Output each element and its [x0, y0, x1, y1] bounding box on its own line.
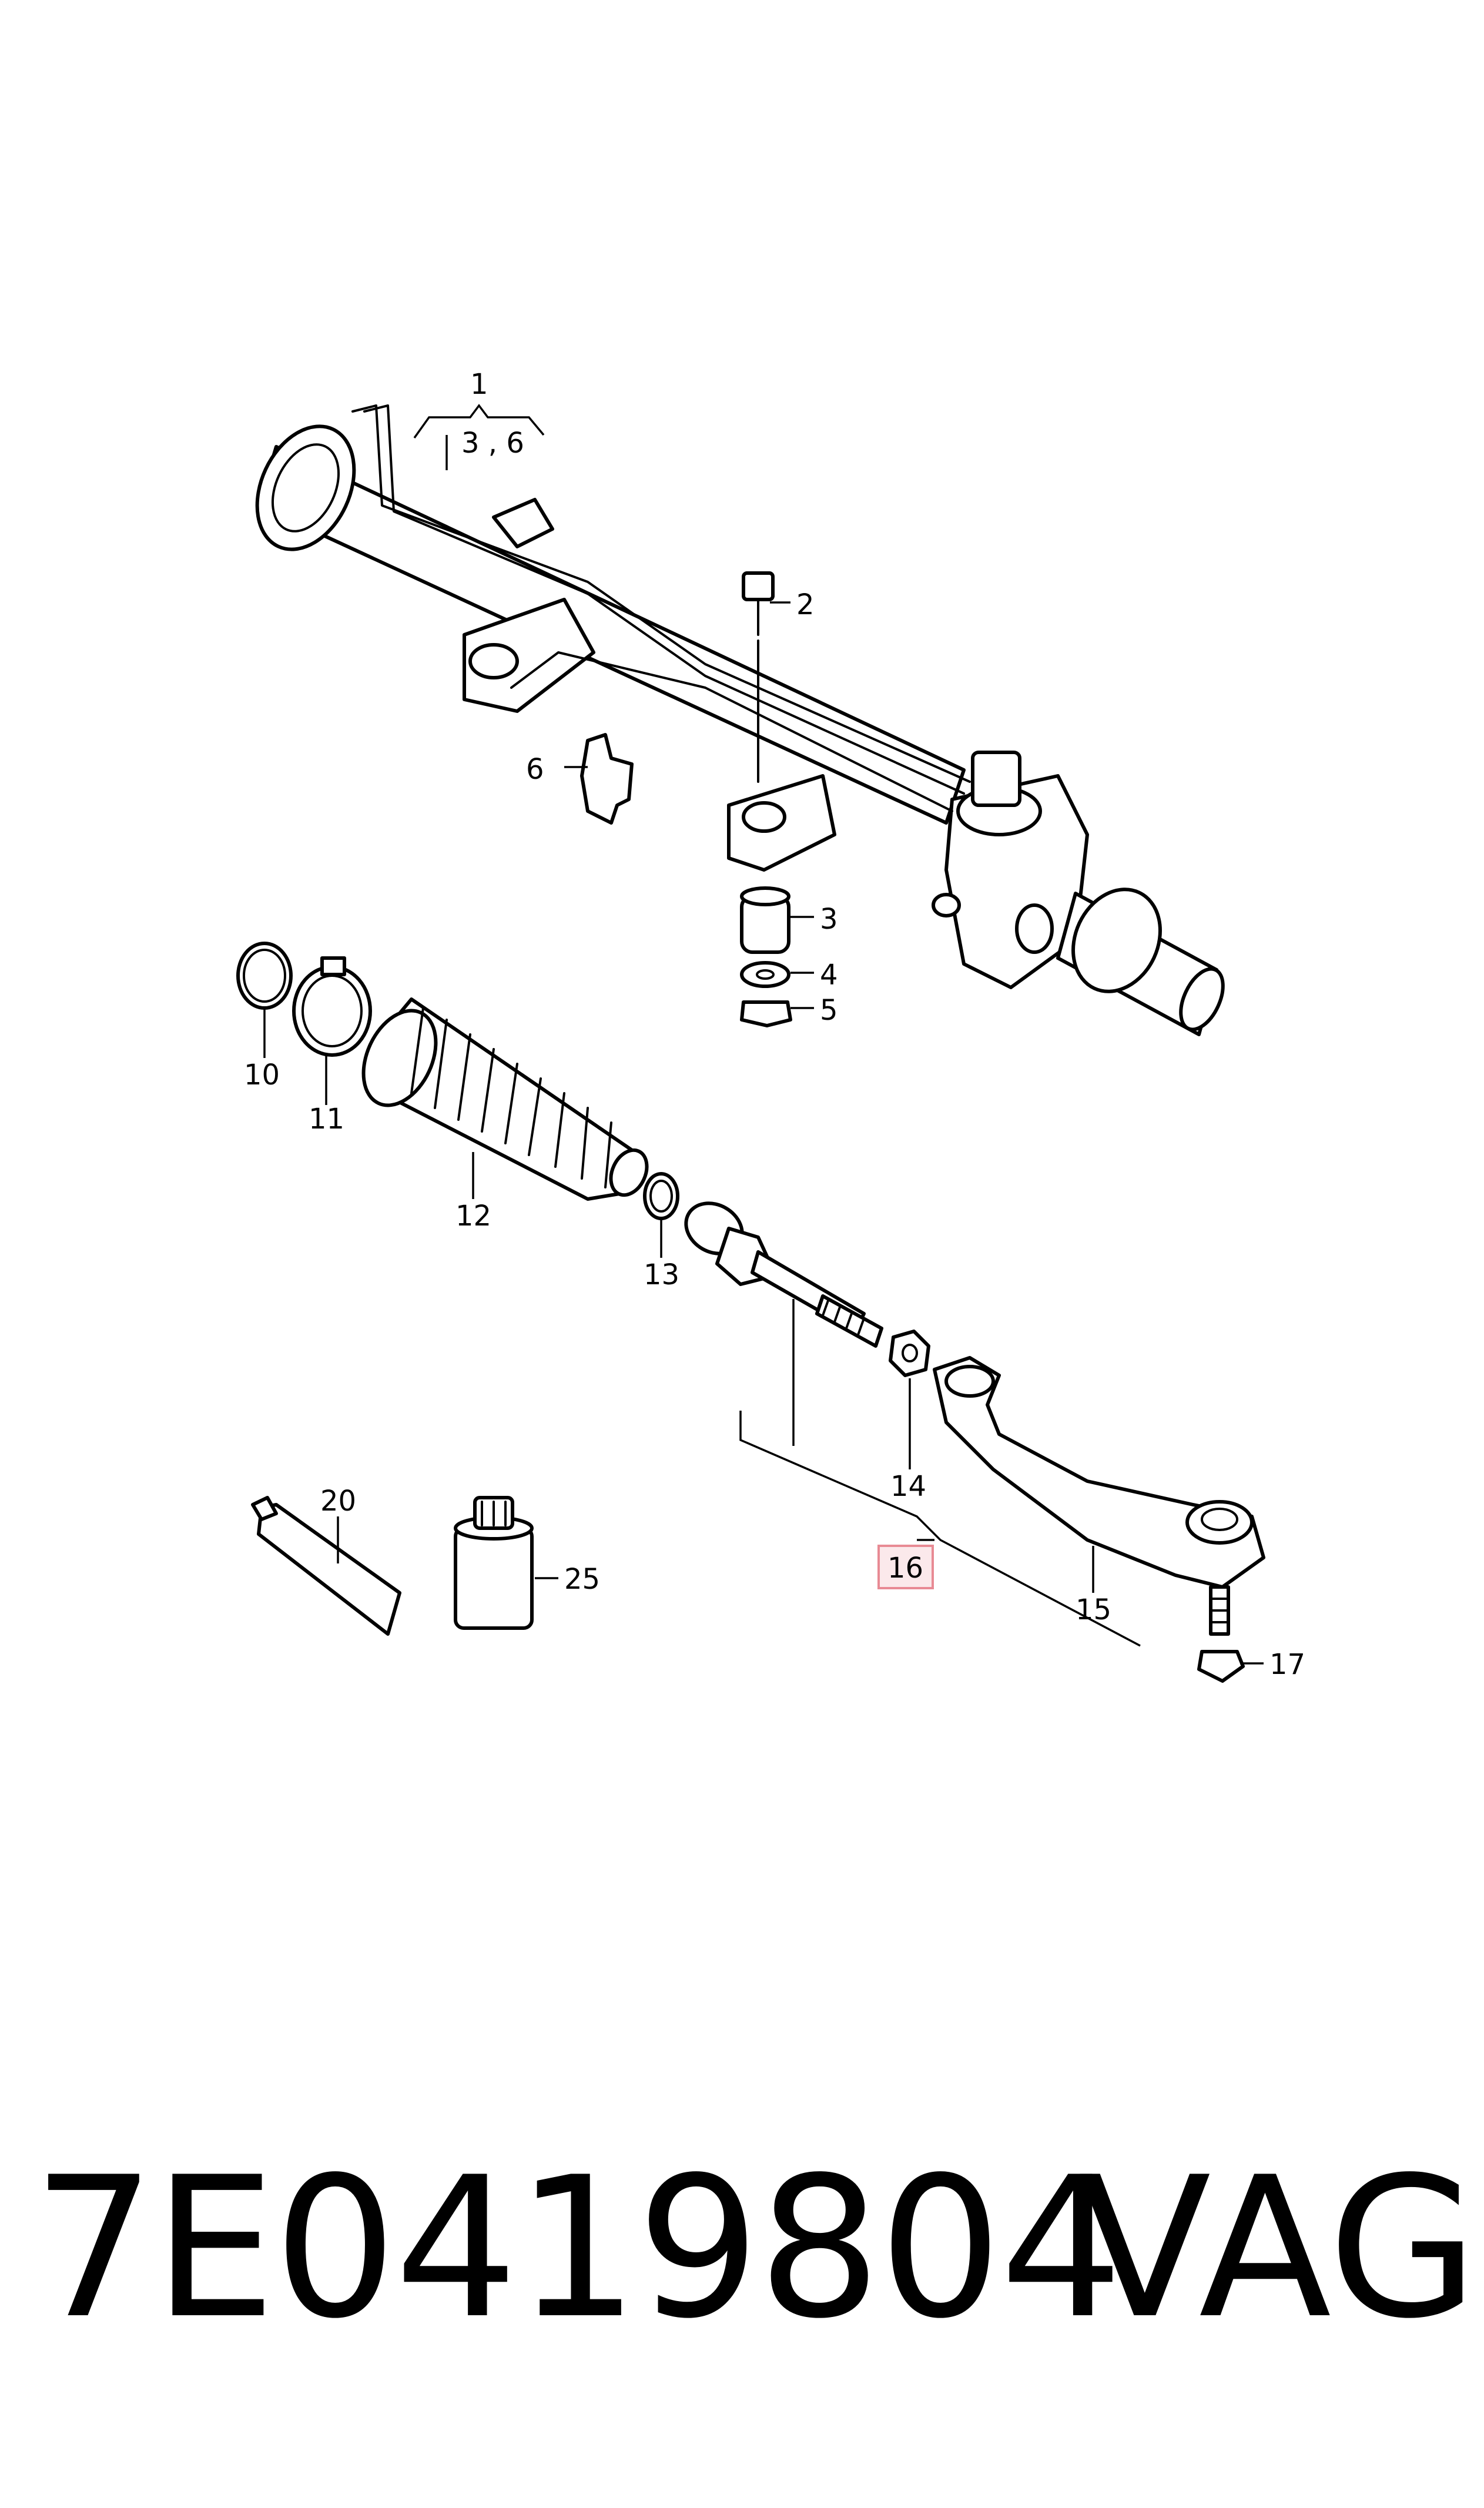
- clip-6: [580, 733, 634, 825]
- callout-14: 14: [890, 1470, 926, 1503]
- callout-1: 1: [470, 368, 488, 401]
- callout-16: 16: [887, 1552, 923, 1585]
- callout-11: 11: [309, 1103, 344, 1136]
- callout-25: 25: [564, 1563, 600, 1596]
- callout-5: 5: [820, 994, 838, 1027]
- callout-3: 3: [820, 903, 838, 936]
- steering-rack: [255, 404, 1225, 1036]
- part-number: 7E0419804: [32, 2135, 1123, 2361]
- nut-17: [1197, 1650, 1245, 1683]
- callout-2: 2: [796, 588, 815, 621]
- oil-bottle-25: [454, 1496, 534, 1630]
- nut-5: [740, 1000, 792, 1027]
- callout-labels: 1 3 , 6 2 6 3 4 5 10 11 12 13 14 16 15 1…: [244, 368, 1305, 1681]
- bushing-3: [740, 886, 790, 954]
- parts-diagram: 1 3 , 6 2 6 3 4 5 10 11 12 13 14 16 15 1…: [236, 368, 1305, 1683]
- leader-lines: [263, 404, 1264, 1665]
- callout-12: 12: [455, 1200, 491, 1233]
- callout-17: 17: [1269, 1648, 1305, 1681]
- tie-rod-end-15: [933, 1356, 1265, 1636]
- bolt-2: [742, 571, 775, 783]
- callout-3-6: 3 , 6: [461, 427, 524, 460]
- callout-16-highlight: [877, 1545, 934, 1589]
- inner-tie-rod: [684, 1201, 883, 1348]
- grease-tube-20: [251, 1496, 401, 1636]
- bellows-boot-12: [361, 997, 649, 1201]
- o-ring-10: [236, 942, 293, 1010]
- brand-name: VAG: [1078, 2135, 1479, 2361]
- callout-15: 15: [1076, 1593, 1111, 1626]
- nut-14: [889, 1330, 930, 1377]
- callout-13: 13: [644, 1258, 679, 1291]
- washer-4: [740, 961, 790, 988]
- clamp-11: [292, 956, 372, 1057]
- callout-10: 10: [244, 1059, 280, 1091]
- callout-4: 4: [820, 959, 838, 992]
- callout-20: 20: [320, 1485, 356, 1518]
- clamp-13: [643, 1172, 679, 1220]
- callout-6: 6: [526, 753, 544, 786]
